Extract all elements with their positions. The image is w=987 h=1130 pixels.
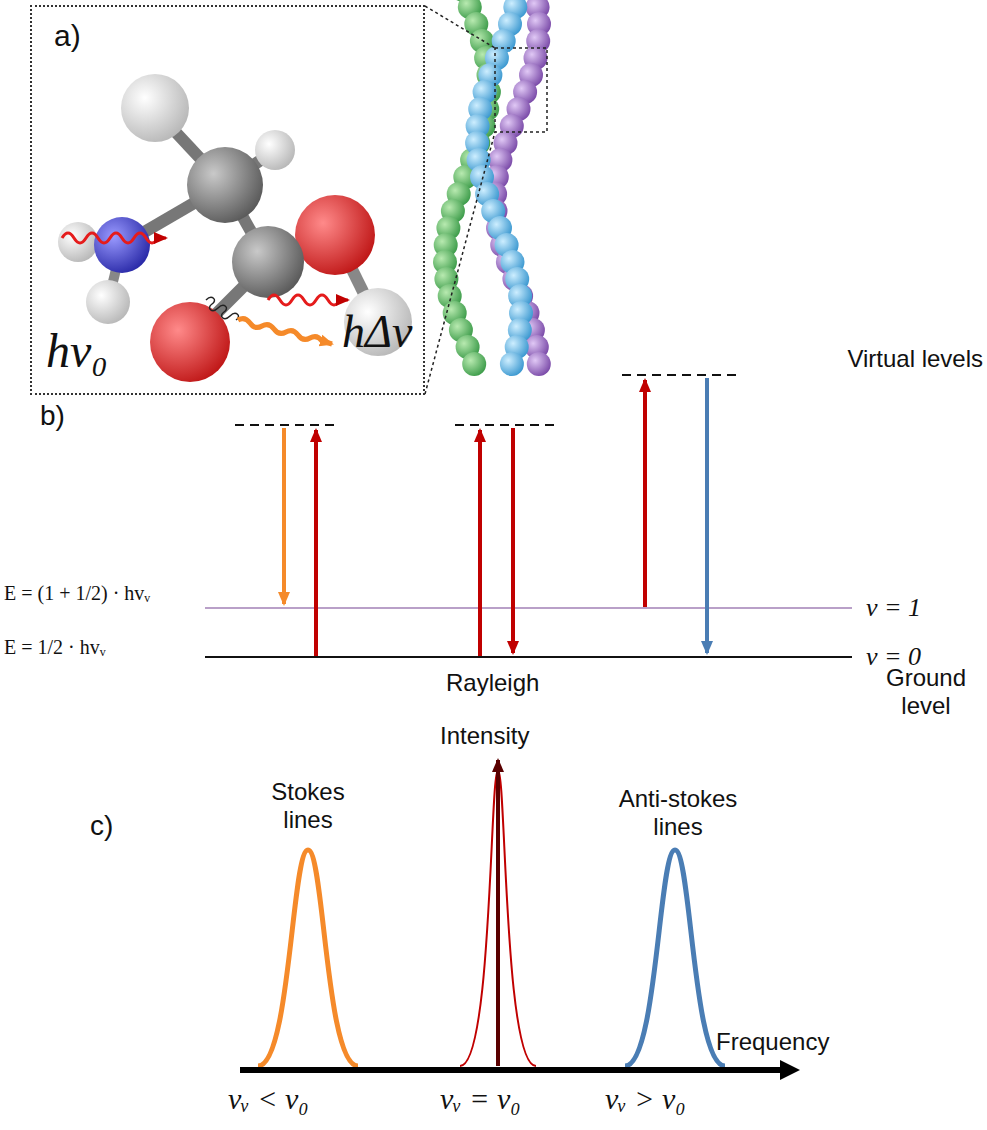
axis-label: Intensity: [440, 722, 529, 750]
excitation-arrow: [478, 430, 482, 656]
energy-label: E = 1/2 · hvᵥ: [4, 636, 106, 659]
axis-label: Frequency: [716, 1028, 829, 1056]
anti-stokes-peak: [625, 850, 725, 1066]
energy-label: E = (1 + 1/2) · hvᵥ: [4, 582, 150, 605]
scattered-photon: [268, 295, 348, 305]
excited-level-line: [205, 607, 852, 609]
ground-level-line: [205, 656, 852, 658]
panel-letter: c): [90, 810, 113, 842]
peak-label: Stokes lines: [258, 778, 358, 833]
tick-label: vᵥ = v₀: [440, 1082, 521, 1117]
virtual-level: [455, 424, 555, 426]
process-label: Rayleigh: [446, 669, 539, 697]
photon-energy: hΔv: [342, 307, 412, 358]
zoom-box: [495, 48, 547, 132]
anti-stokes-arrow: [705, 378, 709, 653]
bond-spring: [206, 297, 238, 320]
zoom-panel: a) hv₀ hΔv: [30, 5, 425, 395]
frequency-axis: [240, 1067, 790, 1073]
tick-label: vᵥ < v₀: [228, 1082, 309, 1117]
stokes-peak: [258, 850, 358, 1066]
virtual-level: [622, 374, 742, 376]
photon-energy: hv₀: [46, 325, 108, 378]
excitation-arrow: [643, 380, 647, 607]
raman-photon: [238, 319, 332, 344]
level-label: Ground level: [878, 664, 974, 719]
zoom-leader: [425, 132, 495, 394]
rayleigh-line: [496, 760, 500, 1066]
level-label: Virtual levels: [847, 345, 983, 373]
axis-head: [780, 1060, 800, 1080]
protein-chain: [433, 0, 551, 376]
stokes-arrow: [282, 428, 286, 604]
peak-label: Anti-stokes lines: [618, 785, 738, 840]
panel-letter: a): [54, 19, 81, 52]
molecule: [58, 74, 412, 382]
incident-photon: [62, 233, 166, 243]
level-label: v = 1: [866, 593, 921, 623]
rayleigh-arrow: [511, 428, 515, 653]
panel-letter: b): [40, 400, 65, 432]
zoom-leader: [425, 6, 495, 48]
excitation-arrow: [314, 430, 318, 656]
virtual-level: [235, 424, 335, 426]
tick-label: vᵥ > v₀: [605, 1082, 686, 1117]
